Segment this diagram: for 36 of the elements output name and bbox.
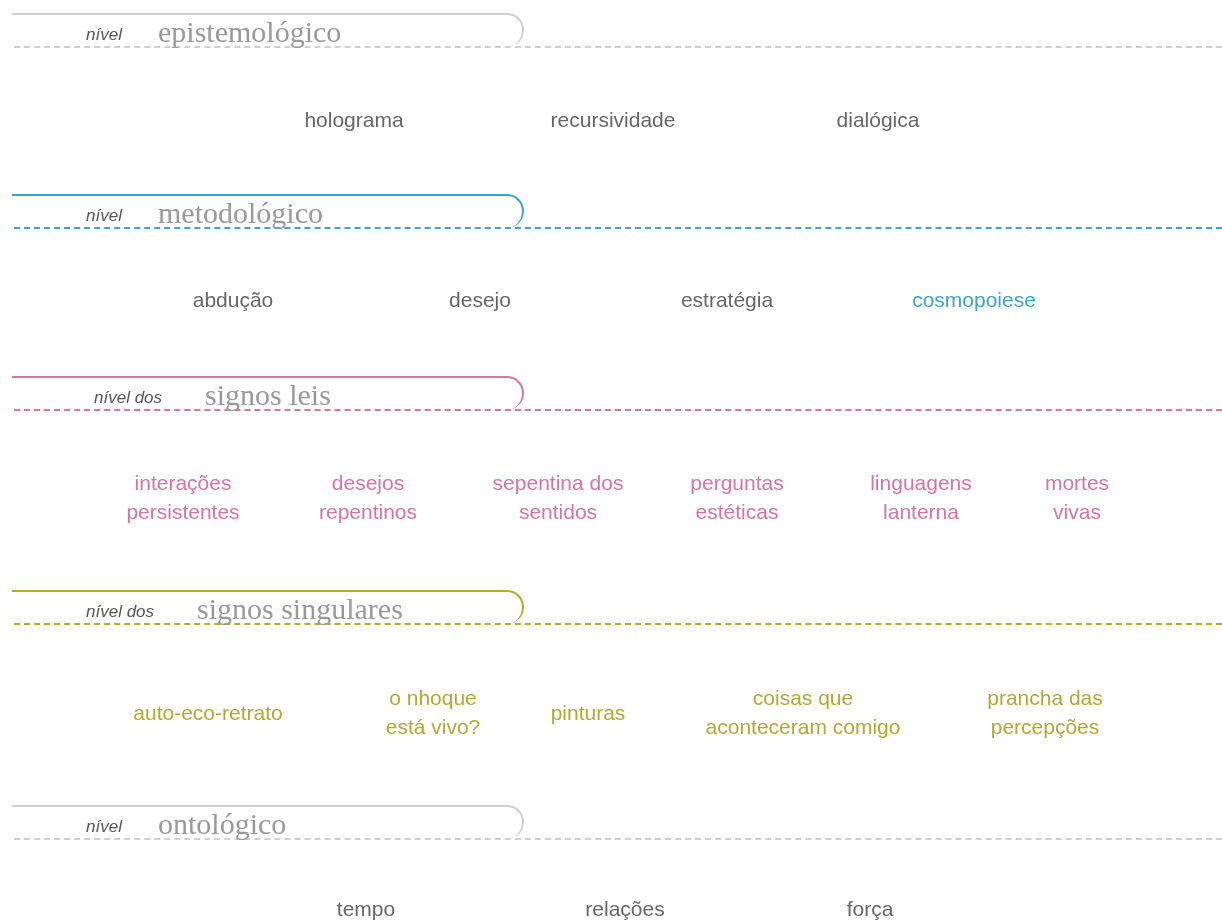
level-prefix: nível dos [94,388,163,408]
concept-label: cosmopoiese [911,286,1037,313]
level-prefix: nível [86,817,122,837]
level-tab [12,805,524,839]
concept-label: perguntas estéticas [689,470,785,525]
concept-label: desejo [448,286,512,313]
level-title: ontológico [158,807,287,841]
level-title: metodológico [158,196,323,230]
level-tab [12,376,524,410]
concept-label: dialógica [835,106,921,133]
concept-label: estratégia [679,286,775,313]
concept-label: auto-eco-retrato [132,699,284,726]
concept-label: interações persistentes [125,470,241,525]
level-title: signos leis [205,378,331,412]
concept-label: recursividade [549,106,677,133]
concept-label: sepentina dos sentidos [491,470,625,525]
concept-label: holograma [303,106,405,133]
concept-label: coisas que aconteceram comigo [704,685,902,740]
concept-label: o nhoque está vivo? [384,685,482,740]
level-title: epistemológico [158,15,342,49]
level-title: signos singulares [197,592,403,626]
level-tab [12,194,524,228]
concept-label: mortes vivas [1043,470,1111,525]
concept-label: desejos repentinos [317,470,419,525]
level-tab [12,590,524,624]
concept-label: força [845,895,895,922]
concept-label: abdução [191,286,275,313]
concept-label: pinturas [549,699,627,726]
level-prefix: nível dos [86,602,155,622]
concept-label: relações [584,895,666,922]
level-tab [12,13,524,47]
concept-label: prancha das percepções [986,685,1104,740]
concept-label: linguagens lanterna [869,470,973,525]
concept-label: tempo [335,895,397,922]
level-prefix: nível [86,206,122,226]
level-prefix: nível [86,25,122,45]
